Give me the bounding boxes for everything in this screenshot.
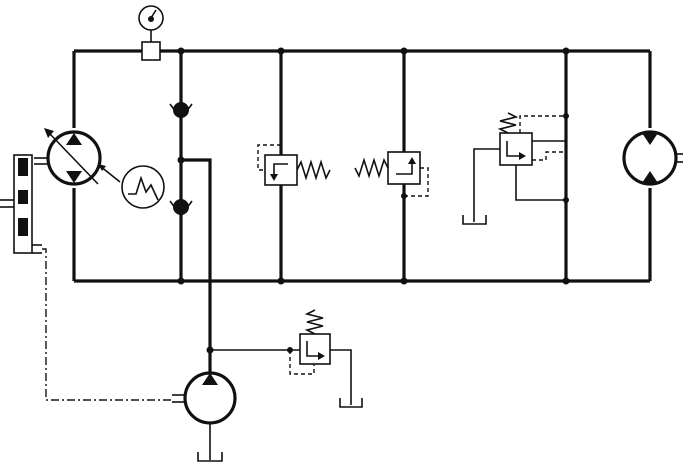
check-valve-upper <box>169 102 193 121</box>
relief-valve-left <box>257 47 331 285</box>
gauge-connector <box>141 41 161 61</box>
relief-valve-right <box>354 47 429 285</box>
coupling-block <box>18 218 28 236</box>
check-ball <box>173 102 189 118</box>
relief-right-pilot <box>404 167 429 197</box>
control-link-arrowhead <box>98 164 106 171</box>
reducing-valve-arrowhead <box>519 152 526 160</box>
junction-dot <box>177 277 185 285</box>
relief-left-pilot <box>257 144 281 171</box>
charge-relief-drain <box>330 349 352 405</box>
check-valve-lower <box>169 199 193 218</box>
charge-relief-pilot <box>289 350 315 375</box>
charge-relief-arrowhead <box>318 352 325 360</box>
pilot-pump-circuit <box>42 248 363 462</box>
charge-relief-arrow <box>306 341 322 357</box>
pilot-pump-triangle <box>202 373 218 385</box>
motor-body <box>622 130 678 186</box>
charge-relief-spring <box>304 309 324 335</box>
junction-dot <box>563 113 569 119</box>
check-ball <box>173 199 189 215</box>
relief-right-spring <box>354 157 389 179</box>
check-valve-branch <box>169 47 212 350</box>
relief-left-arrowhead <box>270 174 278 181</box>
variable-main-pump <box>34 128 121 186</box>
relief-right-arrow <box>396 160 413 175</box>
relief-left-arrow <box>273 163 288 178</box>
tank-symbol <box>339 398 363 408</box>
reducing-valve-outlet <box>515 165 566 201</box>
reducing-valve-arrow <box>506 141 523 157</box>
variable-arrow <box>49 133 99 185</box>
motor-triangle-bottom <box>642 171 658 183</box>
reducing-valve-spring <box>497 112 519 134</box>
junction-dot <box>400 47 408 55</box>
characteristic-circle <box>121 165 165 209</box>
junction-dot <box>277 277 285 285</box>
reducing-valve-body <box>499 132 533 166</box>
junction-dot <box>277 47 285 55</box>
relief-left-spring <box>296 159 331 181</box>
coupling-block <box>18 158 28 176</box>
reducing-valve-pilot-lower <box>532 151 566 161</box>
pressure-gauge <box>138 5 164 61</box>
relief-left-body <box>264 154 298 186</box>
pressure-reducing-valve <box>462 47 570 285</box>
control-signal-line <box>42 248 172 401</box>
relief-right-arrowhead <box>408 157 416 164</box>
junction-dot <box>562 47 570 55</box>
hydraulic-motor <box>622 130 683 186</box>
reducing-valve-pilot-upper <box>519 115 566 133</box>
relief-right-body <box>387 151 421 185</box>
characteristic-curve <box>128 175 159 201</box>
control-characteristic <box>121 165 165 209</box>
main-pump-triangle-up <box>66 133 82 145</box>
junction-dot <box>562 277 570 285</box>
drive-coupling <box>0 154 42 254</box>
junction-dot <box>400 277 408 285</box>
tank-symbol <box>197 452 223 462</box>
variable-arrowhead <box>44 128 54 138</box>
junction-dot <box>177 47 185 55</box>
reducing-valve-drain <box>473 148 500 222</box>
gauge-center <box>148 16 154 22</box>
charge-line <box>181 158 212 350</box>
tank-symbol <box>462 215 487 225</box>
coupling-block <box>18 190 28 204</box>
main-loop <box>72 49 652 283</box>
charge-relief-body <box>299 333 331 365</box>
main-pump-triangle-down <box>66 171 82 183</box>
motor-triangle-top <box>642 133 658 145</box>
